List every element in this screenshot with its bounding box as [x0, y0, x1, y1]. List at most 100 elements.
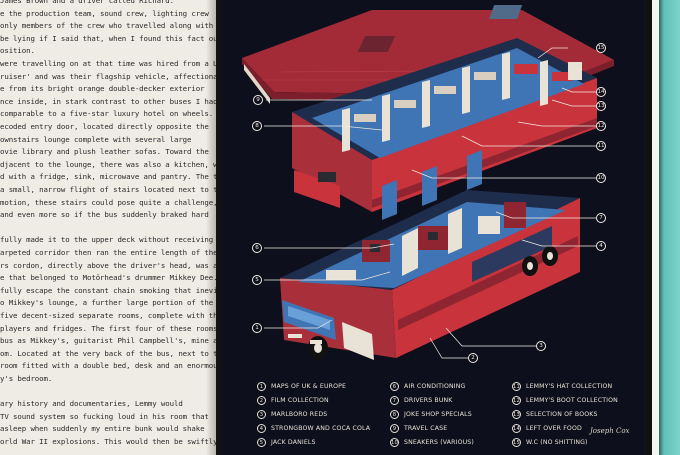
text-line: nce inside, in stark contrast to other b…	[0, 96, 216, 106]
text-line: bus as Mikkey's, guitarist Phil Campbell…	[0, 336, 216, 346]
callout-6: 6	[252, 243, 262, 253]
text-line: e the production team, sound crew, light…	[0, 8, 209, 18]
text-line: d with a fridge, sink, microwave and pan…	[0, 172, 216, 182]
legend-label: TRAVEL CASE	[404, 425, 448, 432]
legend-label: DRIVERS BUNK	[404, 397, 453, 404]
text-line: osition.	[0, 46, 35, 56]
callout-5: 5	[252, 275, 262, 285]
legend-number: 7	[390, 396, 399, 405]
legend-item: 10 SNEAKERS (VARIOUS)	[390, 438, 474, 447]
legend-item: 8 JOKE SHOP SPECIALS	[390, 410, 472, 419]
callout-4: 4	[596, 241, 606, 251]
text-line: djacent to the lounge, there was also a …	[0, 159, 216, 169]
legend-item: 6 AIR CONDITIONING	[390, 382, 465, 391]
callout-1: 1	[252, 323, 262, 333]
legend-item: 13 SELECTION OF BOOKS	[512, 410, 598, 419]
legend-label: JOKE SHOP SPECIALS	[404, 411, 472, 418]
text-line: y's bedroom.	[0, 374, 53, 383]
text-line: five decent-sized separate rooms, comple…	[0, 311, 216, 320]
text-line: e that belonged to Motörhead's drummer M…	[0, 273, 216, 283]
legend-number: 5	[257, 438, 266, 447]
legend-number: 6	[390, 382, 399, 391]
legend-number: 10	[390, 438, 399, 447]
callout-9: 9	[253, 95, 263, 105]
callout-12: 12	[596, 121, 606, 131]
legend-label: SNEAKERS (VARIOUS)	[404, 439, 474, 446]
legend-label: LEMMY'S HAT COLLECTION	[526, 383, 613, 390]
lower-deck-bus	[280, 190, 580, 360]
callout-3: 3	[536, 341, 546, 351]
text-line: e from its bright orange double-decker e…	[0, 84, 205, 94]
legend-item: 15 W.C (NO SHITTING)	[512, 438, 588, 447]
legend-number: 3	[257, 410, 266, 419]
text-line: ary history and documentaries, Lemmy wou…	[0, 399, 183, 409]
legend-item: 9 TRAVEL CASE	[390, 424, 447, 433]
legend-item: 4 STRONGBOW AND COCA COLA	[257, 424, 370, 433]
legend-item: 12 LEMMY'S BOOT COLLECTION	[512, 396, 618, 405]
text-line: motion, these stairs could pose quite a …	[0, 197, 216, 207]
legend-item: 11 LEMMY'S HAT COLLECTION	[512, 382, 612, 391]
callout-8: 8	[252, 121, 262, 131]
text-line: ovie library and plush leather sofas. To…	[0, 147, 209, 157]
callout-15: 15	[596, 43, 606, 53]
left-text-page: James Brown and a driver called Richard.…	[0, 0, 216, 455]
text-line: room fitted with a double bed, desk and …	[0, 361, 216, 371]
text-line: comparable to a five-star luxury hotel o…	[0, 109, 214, 119]
legend-number: 8	[390, 410, 399, 419]
text-line: ownstairs lounge complete with several l…	[0, 134, 192, 144]
legend-label: SELECTION OF BOOKS	[526, 411, 598, 418]
legend-label: LEMMY'S BOOT COLLECTION	[526, 397, 618, 404]
callout-13: 13	[596, 101, 606, 111]
bus-cutaway-illustration	[242, 5, 614, 360]
callout-2: 2	[468, 353, 478, 363]
text-line: and even more so if the bus suddenly bra…	[0, 210, 209, 220]
legend-number: 9	[390, 424, 399, 433]
legend-label: FILM COLLECTION	[271, 397, 329, 404]
legend-label: JACK DANIELS	[271, 439, 316, 446]
legend-label: LEFT OVER FOOD	[526, 425, 582, 432]
legend-label: MARLBORO REDS	[271, 411, 328, 418]
text-line: rs cordon, directly above the driver's h…	[0, 260, 216, 270]
legend-item: 5 JACK DANIELS	[257, 438, 316, 447]
legend-number: 2	[257, 396, 266, 405]
artist-signature: Joseph Cox	[590, 427, 630, 435]
legend-number: 14	[512, 424, 521, 433]
upper-deck-cutaway	[292, 38, 597, 220]
legend-label: MAPS OF UK & EUROPE	[271, 383, 347, 390]
text-line: TV sound system so fucking loud in his r…	[0, 411, 209, 421]
callout-7: 7	[596, 213, 606, 223]
text-line: fully made it to the upper deck without …	[0, 235, 214, 245]
legend-label: STRONGBOW AND COCA COLA	[271, 425, 371, 432]
legend-number: 15	[512, 438, 521, 447]
legend-number: 1	[257, 382, 266, 391]
text-line: only members of the crew who travelled a…	[0, 21, 214, 31]
legend-label: W.C (NO SHITTING)	[526, 439, 588, 446]
legend-item: 7 DRIVERS BUNK	[390, 396, 452, 405]
callout-10: 10	[596, 173, 606, 183]
legend-item: 3 MARLBORO REDS	[257, 410, 327, 419]
text-line: orld War II explosions. This would then …	[0, 437, 216, 446]
legend-number: 13	[512, 410, 521, 419]
text-line: players and fridges. The first four of t…	[0, 323, 216, 333]
text-line: were travelling on at that time was hire…	[0, 59, 216, 68]
text-line: asleep when suddenly my entire bunk woul…	[0, 424, 205, 434]
callout-14: 14	[596, 87, 606, 97]
legend-number: 12	[512, 396, 521, 405]
legend-item: 1 MAPS OF UK & EUROPE	[257, 382, 346, 391]
text-line: om. Located at the very back of the bus,…	[0, 348, 216, 358]
legend-item: 14 LEFT OVER FOOD	[512, 424, 582, 433]
callout-leaders	[264, 47, 598, 359]
text-line: James Brown and a driver called Richard.	[0, 0, 174, 5]
legend-label: AIR CONDITIONING	[404, 383, 466, 390]
text-line: fully escape the constant chain smoking …	[0, 285, 216, 295]
text-line: be lying if I said that, when I found th…	[0, 33, 216, 43]
legend-number: 4	[257, 424, 266, 433]
legend-number: 11	[512, 382, 521, 391]
next-page-edge	[644, 0, 680, 455]
text-line: ecoded entry door, located directly oppo…	[0, 122, 209, 131]
text-line: ruiser' and was their flagship vehicle, …	[0, 71, 216, 81]
text-line: o Mikkey's lounge, a further large porti…	[0, 298, 216, 308]
text-line: a small, narrow flight of stairs located…	[0, 185, 216, 194]
text-line: arpeted corridor then ran the entire len…	[0, 248, 216, 257]
callout-11: 11	[596, 141, 606, 151]
